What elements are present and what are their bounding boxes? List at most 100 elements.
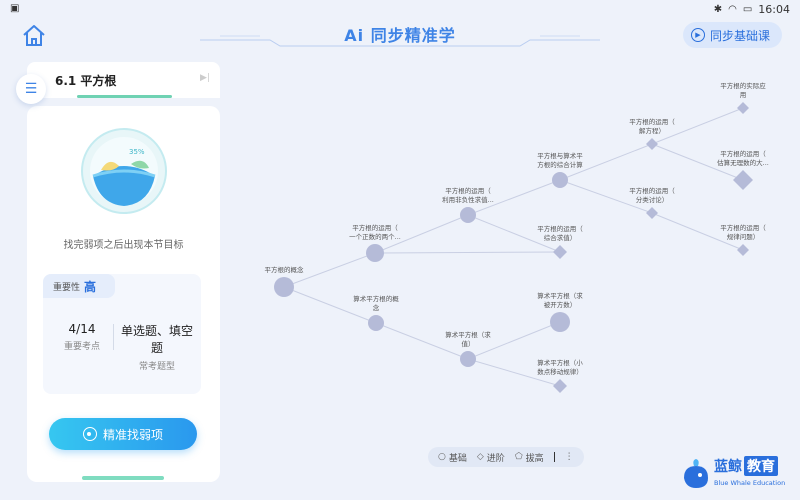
legend-basic: ○ 基础: [438, 451, 467, 464]
graph-node[interactable]: 平方根的运用（解方程）: [629, 117, 675, 150]
node-label: 平方根的运用（: [629, 186, 675, 195]
graph-edge: [559, 143, 653, 181]
legend-high-label: 拔高: [525, 453, 544, 464]
node-label: 利用非负性求值...: [442, 195, 494, 204]
legend-basic-label: 基础: [448, 453, 467, 464]
importance-label: 重要性: [53, 282, 81, 293]
battery-icon: ▭: [742, 4, 753, 15]
home-icon: [23, 25, 45, 46]
node-label: 一个正数的两个...: [349, 232, 401, 241]
node-diamond[interactable]: [733, 170, 753, 190]
find-weakness-label: 精准找弱项: [102, 427, 163, 442]
graph-legend: ○ 基础 ◇ 进阶 ⬠ 拔高 ⋮: [428, 447, 584, 467]
node-label: 平方根与算术平: [537, 151, 583, 160]
page-title: Ai 同步精准学: [344, 26, 456, 45]
graph-node[interactable]: 算术平方根（求值）: [445, 330, 491, 367]
node-diamond[interactable]: [646, 138, 658, 150]
home-button[interactable]: [20, 22, 48, 50]
graph-node[interactable]: 平方根的运用（分类讨论）: [629, 186, 675, 219]
node-label: 念: [373, 303, 380, 312]
brand-name-en: Blue Whale Education: [714, 479, 786, 487]
graph-edge: [559, 179, 653, 214]
brand-logo: 蓝鲸 教育 Blue Whale Education: [680, 452, 795, 494]
node-circle[interactable]: [460, 207, 476, 223]
find-weakness-button[interactable]: 精准找弱项: [49, 418, 197, 450]
node-label: 分类讨论）: [636, 195, 669, 204]
lesson-title: 6.1 平方根: [55, 74, 117, 88]
bluetooth-icon: ✱: [713, 4, 723, 15]
collapse-icon[interactable]: ▶|: [200, 73, 210, 83]
brand-name-a: 蓝鲸: [714, 459, 742, 475]
graph-node[interactable]: 平方根的运用（一个正数的两个...: [349, 223, 401, 262]
graph-edge: [651, 212, 744, 251]
menu-icon: ☰: [24, 81, 38, 97]
node-diamond[interactable]: [737, 244, 749, 256]
stat-question-types: 单选题、填空题 常考题型: [117, 322, 197, 372]
legend-advanced: ◇ 进阶: [477, 451, 505, 464]
graph-node[interactable]: 平方根的概念: [265, 265, 305, 297]
node-label: 平方根的运用（: [720, 223, 766, 232]
graph-edge: [467, 321, 561, 360]
graph-node[interactable]: 平方根的运用（利用非负性求值...: [442, 186, 494, 223]
node-label: 数点移动规律）: [537, 367, 583, 376]
node-label: 平方根的运用（: [352, 223, 398, 232]
more-icon[interactable]: ⋮: [564, 452, 574, 462]
node-label: 算术平方根（求: [537, 291, 583, 300]
graph-nodes: 平方根的概念平方根的运用（一个正数的两个...算术平方根的概念平方根的运用（利用…: [265, 81, 769, 393]
node-circle[interactable]: [550, 312, 570, 332]
graph-edge: [467, 214, 561, 253]
node-label: 估算无理数的大...: [717, 158, 769, 167]
pentagon-icon: ⬠: [514, 452, 523, 462]
node-label: 综合求值）: [544, 233, 577, 242]
circle-icon: ○: [438, 452, 446, 462]
node-label: 平方根的运用（: [537, 224, 583, 233]
node-label: 解方程）: [639, 126, 665, 135]
graph-edge: [374, 214, 469, 254]
node-label: 平方根的运用（: [445, 186, 491, 195]
menu-button[interactable]: ☰: [16, 74, 46, 104]
graph-edge: [651, 143, 744, 181]
node-diamond[interactable]: [737, 102, 749, 114]
node-label: 算术平方根的概: [353, 294, 399, 303]
gallery-icon: ▣: [10, 3, 20, 14]
node-circle[interactable]: [274, 277, 294, 297]
info-card: 重要性 高 4/14 重要考点 单选题、填空题 常考题型: [43, 274, 201, 394]
wifi-icon: ◠: [728, 4, 737, 15]
stat-divider: [113, 324, 114, 350]
node-diamond[interactable]: [646, 207, 658, 219]
node-circle[interactable]: [552, 172, 568, 188]
node-circle[interactable]: [368, 315, 384, 331]
play-icon: ▶: [690, 28, 705, 42]
node-label: 平方根的实际应: [720, 81, 766, 90]
status-bar: ▣ ✱ ◠ ▭ 16:04: [0, 0, 800, 18]
lesson-card[interactable]: 6.1 平方根 ▶|: [27, 62, 220, 98]
panel-bottom-indicator: [82, 476, 164, 480]
bowl-orb-illustration: 35%: [81, 128, 167, 214]
header-decoration: [200, 35, 600, 47]
graph-node[interactable]: 平方根的运用（估算无理数的大...: [717, 149, 769, 190]
node-diamond[interactable]: [553, 379, 567, 393]
graph-edges: [283, 107, 744, 387]
target-icon: [82, 427, 97, 441]
stat-value: 单选题、填空题: [120, 324, 193, 355]
legend-high: ⬠ 拔高: [515, 451, 544, 464]
graph-node[interactable]: 平方根的运用（综合求值）: [537, 224, 583, 259]
stat-caption: 常考题型: [138, 362, 175, 372]
node-label: 平方根的概念: [265, 265, 305, 274]
stat-caption: 重要考点: [63, 342, 100, 352]
clock: 16:04: [758, 3, 790, 16]
sync-course-button[interactable]: ▶ 同步基础课: [682, 22, 782, 48]
graph-edge: [651, 107, 744, 145]
lesson-progress-bar: [77, 95, 172, 98]
node-circle[interactable]: [366, 244, 384, 262]
node-circle[interactable]: [460, 351, 476, 367]
node-label: 规律问题）: [727, 232, 760, 241]
node-diamond[interactable]: [553, 245, 567, 259]
graph-node[interactable]: 平方根的运用（规律问题）: [720, 223, 766, 256]
node-label: 算术平方根（小: [537, 358, 583, 367]
